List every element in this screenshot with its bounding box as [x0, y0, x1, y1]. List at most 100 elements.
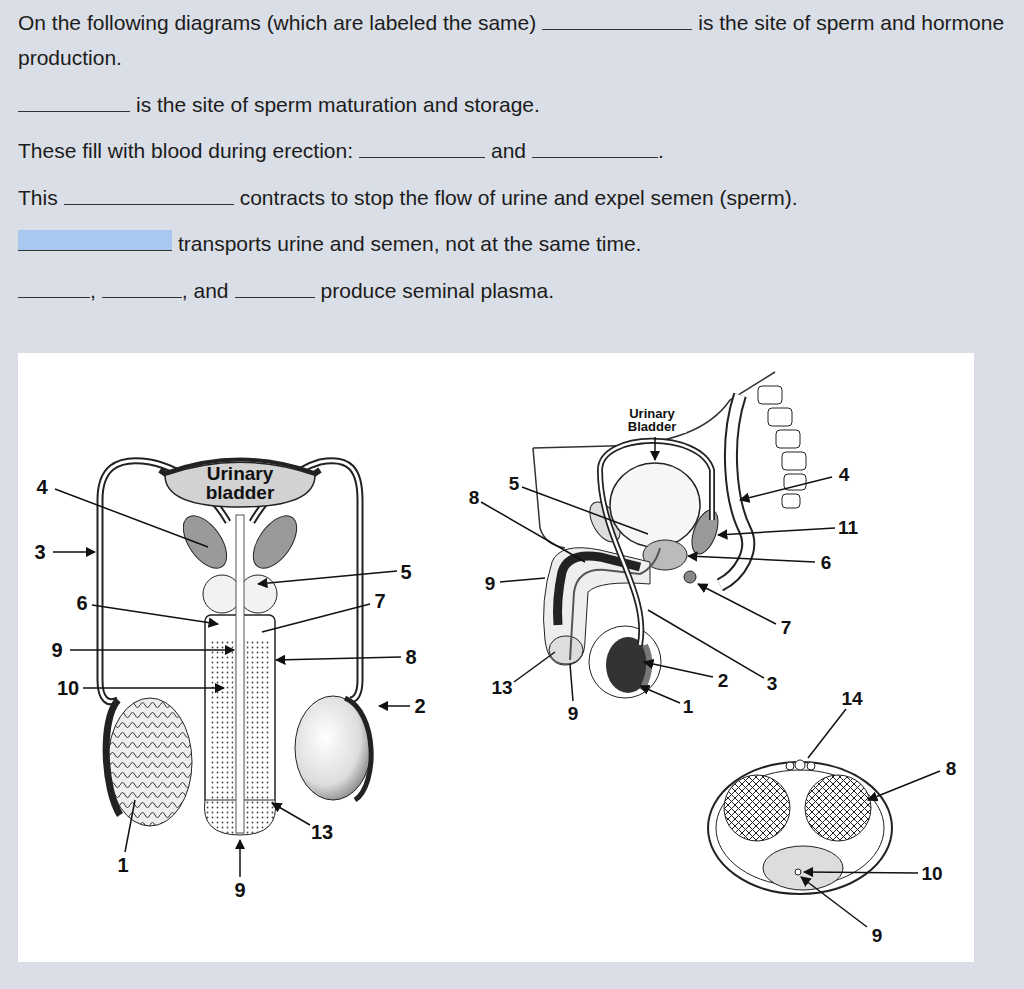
- sagittal-view: [481, 372, 835, 703]
- front-view-part: [53, 551, 95, 553]
- sagittal-view-part: [606, 637, 650, 693]
- callout-number: 3: [767, 674, 778, 693]
- highlighted-blank: [18, 230, 172, 251]
- callout-number: 5: [509, 474, 520, 493]
- sagittal-view-part: [610, 463, 700, 547]
- front-view-part: [239, 575, 277, 613]
- cross-section-part: [868, 771, 940, 800]
- answer-blank: [235, 277, 315, 298]
- sagittal-view-part: [776, 430, 800, 448]
- sagittal-view-part: [570, 664, 573, 701]
- sagittal-view-part: [514, 652, 555, 682]
- sagittal-view-part: [500, 578, 545, 582]
- sagittal-view-part: [642, 645, 649, 690]
- front-view-part: [379, 705, 410, 707]
- front-view-part: [236, 515, 244, 833]
- answer-blank: [18, 91, 130, 112]
- sagittal-view-part: [688, 556, 815, 562]
- sagittal-view-part: [481, 502, 585, 562]
- question-line: These fill with blood during erection:an…: [18, 133, 1018, 168]
- callout-number: 13: [311, 822, 333, 842]
- white-panel: [18, 353, 974, 962]
- front-view-part: [92, 605, 218, 624]
- cross-section-part: [808, 709, 846, 758]
- sagittal-view-part: [684, 571, 696, 583]
- front-view-part: [203, 575, 241, 613]
- cross-section-part: [724, 775, 790, 841]
- callout-number: 14: [841, 689, 862, 708]
- question-text: and: [491, 139, 526, 162]
- sagittal-view-part: [687, 507, 723, 558]
- callout-number: 1: [117, 855, 128, 875]
- sagittal-view-part: [768, 408, 792, 426]
- front-view-part: [345, 698, 371, 800]
- callout-number: 7: [781, 618, 792, 637]
- cross-section: [708, 709, 940, 927]
- question-line: Thiscontracts to stop the flow of urine …: [18, 180, 1018, 215]
- front-view-part: [276, 657, 401, 660]
- question-text: is the site of sperm maturation and stor…: [136, 93, 540, 116]
- callout-number: 11: [838, 518, 858, 537]
- question-text: .: [658, 139, 664, 162]
- front-view-part: [239, 840, 241, 877]
- sagittal-view-part: [589, 626, 661, 698]
- callout-number: 6: [821, 553, 832, 572]
- callout-number: 10: [57, 678, 79, 698]
- cross-section-part: [795, 869, 801, 875]
- callout-number: 3: [34, 542, 45, 562]
- callout-number: 2: [718, 671, 729, 690]
- callout-number: 8: [946, 759, 957, 778]
- front-view-part: [295, 696, 371, 800]
- sagittal-view-part: [758, 386, 782, 404]
- cross-section-part: [708, 762, 892, 894]
- sagittal-view-part: [644, 662, 713, 677]
- front-view-part: [106, 700, 120, 815]
- sagittal-view-part: [720, 395, 748, 585]
- cross-section-part: [795, 760, 805, 770]
- callout-number: 4: [36, 477, 47, 497]
- front-view-part: [83, 687, 224, 689]
- question-text: transports urine and semen, not at the s…: [178, 232, 641, 255]
- question-line: transports urine and semen, not at the s…: [18, 226, 1018, 261]
- cross-section-part: [801, 877, 867, 927]
- question-text: On the following diagrams (which are lab…: [18, 11, 536, 34]
- answer-blank: [359, 137, 485, 158]
- front-view-part: [125, 800, 135, 852]
- callout-number: 6: [76, 593, 87, 613]
- callout-number: 9: [51, 640, 62, 660]
- bladder-shape: Urinary bladder: [163, 457, 317, 509]
- answer-blank: [532, 137, 658, 158]
- sagittal-view-part: [698, 584, 776, 624]
- sagittal-view-part: [720, 395, 748, 585]
- front-view-part: [272, 803, 310, 825]
- callout-number: 9: [872, 926, 883, 945]
- front-view-part: [258, 571, 397, 584]
- sagittal-view-part: [549, 636, 583, 664]
- question-text: produce seminal plasma.: [321, 279, 554, 302]
- callout-number: 1: [683, 697, 694, 716]
- front-view-part: [247, 640, 271, 800]
- organ-label: Urinary bladder: [194, 464, 286, 502]
- callout-number: 9: [485, 574, 496, 593]
- sagittal-view-part: [648, 610, 764, 678]
- question-line: is the site of sperm maturation and stor…: [18, 87, 1018, 122]
- organ-label: Urinary Bladder: [618, 407, 686, 433]
- answer-blank: [64, 184, 234, 205]
- answer-blank: [102, 277, 182, 298]
- sagittal-view-part: [782, 494, 800, 508]
- cross-section-part: [807, 762, 815, 770]
- question-text: ,: [90, 279, 96, 302]
- answer-blank: [18, 277, 90, 298]
- cross-section-part: [786, 762, 794, 770]
- callout-number: 13: [491, 678, 512, 697]
- sagittal-view-part: [654, 437, 656, 460]
- callout-number: 2: [414, 696, 425, 716]
- sagittal-view-part: [640, 686, 680, 703]
- question-text: contracts to stop the flow of urine and …: [240, 186, 798, 209]
- front-view-part: [245, 508, 306, 576]
- callout-number: 4: [839, 465, 850, 484]
- callout-number: 9: [234, 880, 245, 900]
- question-line: ,, andproduce seminal plasma.: [18, 273, 1018, 308]
- sagittal-view-part: [718, 528, 835, 535]
